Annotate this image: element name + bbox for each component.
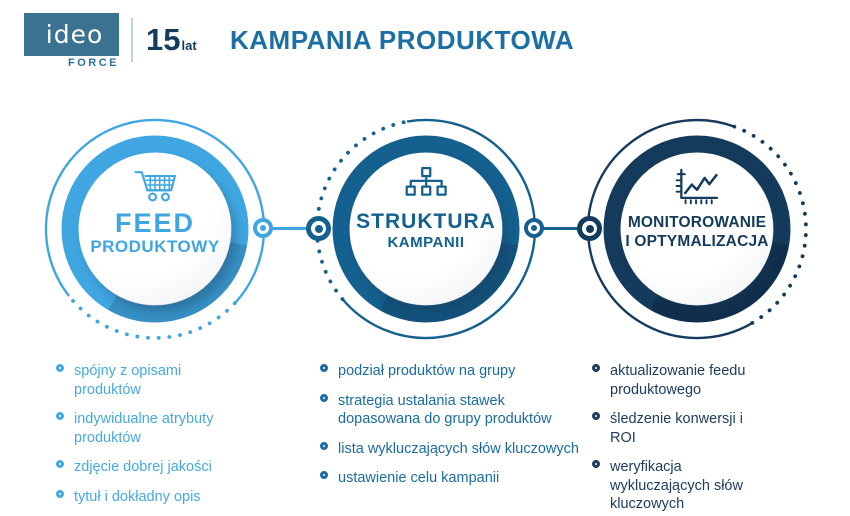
step-title: MONITOROWANIE I OPTYMALIZACJA <box>579 213 815 251</box>
list-item: weryfikacja wykluczających słów kluczowy… <box>592 458 770 514</box>
step-monitorowanie-i-optymalizacja: MONITOROWANIE I OPTYMALIZACJA <box>579 111 815 347</box>
bullet-ring-icon <box>592 364 600 372</box>
sitemap-icon <box>405 167 447 196</box>
list-item-text: śledzenie konwersji i ROI <box>610 411 743 446</box>
anniversary-badge: 15lat <box>146 22 197 58</box>
connector-node-icon <box>577 216 602 241</box>
bullet-ring-icon <box>56 460 64 468</box>
list-item-text: aktualizowanie feedu produktowego <box>610 363 746 398</box>
bullet-ring-icon <box>56 364 64 372</box>
list-item: zdjęcie dobrej jakości <box>56 458 241 477</box>
step-title-line1: MONITOROWANIE <box>627 214 767 231</box>
step-title: FEED PRODUKTOWY <box>37 209 273 257</box>
connector-node-icon <box>253 218 273 238</box>
list-item: śledzenie konwersji i ROI <box>592 410 770 447</box>
ideo-force-logo: ideo <box>24 13 119 56</box>
list-item: aktualizowanie feedu produktowego <box>592 362 770 399</box>
step-title-line2: PRODUKTOWY <box>90 237 220 256</box>
list-monitorowanie-i-optymalizacja: aktualizowanie feedu produktowego śledze… <box>592 362 770 516</box>
step-title: STRUKTURA KAMPANII <box>308 210 544 252</box>
list-struktura-kampanii: podział produktów na grupy strategia ust… <box>320 362 582 499</box>
bullet-ring-icon <box>320 364 328 372</box>
list-item-text: strategia ustalania stawek dopasowana do… <box>338 392 552 428</box>
step-inner-circle <box>621 153 773 305</box>
step-title-line1: FEED <box>114 208 195 238</box>
list-item: spójny z opisami produktów <box>56 362 241 399</box>
bullet-ring-icon <box>320 471 328 479</box>
page-title: KAMPANIA PRODUKTOWA <box>230 25 575 55</box>
list-item: tytuł i dokładny opis <box>56 488 241 507</box>
connector-node-icon <box>524 218 544 238</box>
anniversary-number: 15 <box>146 22 181 57</box>
list-item-text: tytuł i dokładny opis <box>74 488 201 505</box>
list-item-text: spójny z opisami produktów <box>74 363 182 398</box>
list-item: podział produktów na grupy <box>320 362 582 381</box>
connector-line-1 <box>262 227 319 230</box>
list-item-text: podział produktów na grupy <box>338 363 516 379</box>
anniversary-unit: lat <box>181 38 197 53</box>
logo-wordmark: ideo <box>45 20 104 49</box>
step-title-line2: I OPTYMALIZACJA <box>625 233 769 250</box>
list-item-text: zdjęcie dobrej jakości <box>74 459 212 475</box>
step-rings <box>315 118 537 340</box>
step-feed-produktowy: FEED PRODUKTOWY <box>37 111 273 347</box>
list-item: lista wykluczających słów kluczowych <box>320 440 582 459</box>
logo-force-label: FORCE <box>68 57 119 69</box>
bullet-ring-icon <box>56 489 64 498</box>
bullet-ring-icon <box>592 412 600 420</box>
bullet-ring-icon <box>56 412 64 420</box>
shopping-cart-icon <box>134 171 176 202</box>
list-item-text: ustawienie celu kampanii <box>338 470 500 486</box>
list-item-text: indywidualne atrybuty produktów <box>74 411 214 446</box>
list-item: ustawienie celu kampanii <box>320 469 582 488</box>
connector-line-2 <box>533 227 590 230</box>
bullet-ring-icon <box>592 460 600 468</box>
step-title-line2: KAMPANII <box>387 234 465 251</box>
list-item-text: lista wykluczających słów kluczowych <box>338 440 579 457</box>
step-struktura-kampanii: STRUKTURA KAMPANII <box>308 111 544 347</box>
bullet-ring-icon <box>320 441 328 450</box>
list-item: indywidualne atrybuty produktów <box>56 410 241 447</box>
connector-node-icon <box>306 216 331 241</box>
list-feed-produktowy: spójny z opisami produktów indywidualne … <box>56 362 241 516</box>
line-chart-icon <box>675 168 719 205</box>
list-item: strategia ustalania stawek dopasowana do… <box>320 392 582 429</box>
bullet-ring-icon <box>320 393 328 402</box>
header-divider <box>131 18 133 62</box>
step-title-line1: STRUKTURA <box>356 210 496 233</box>
list-item-text: weryfikacja wykluczających słów kluczowy… <box>610 459 743 512</box>
